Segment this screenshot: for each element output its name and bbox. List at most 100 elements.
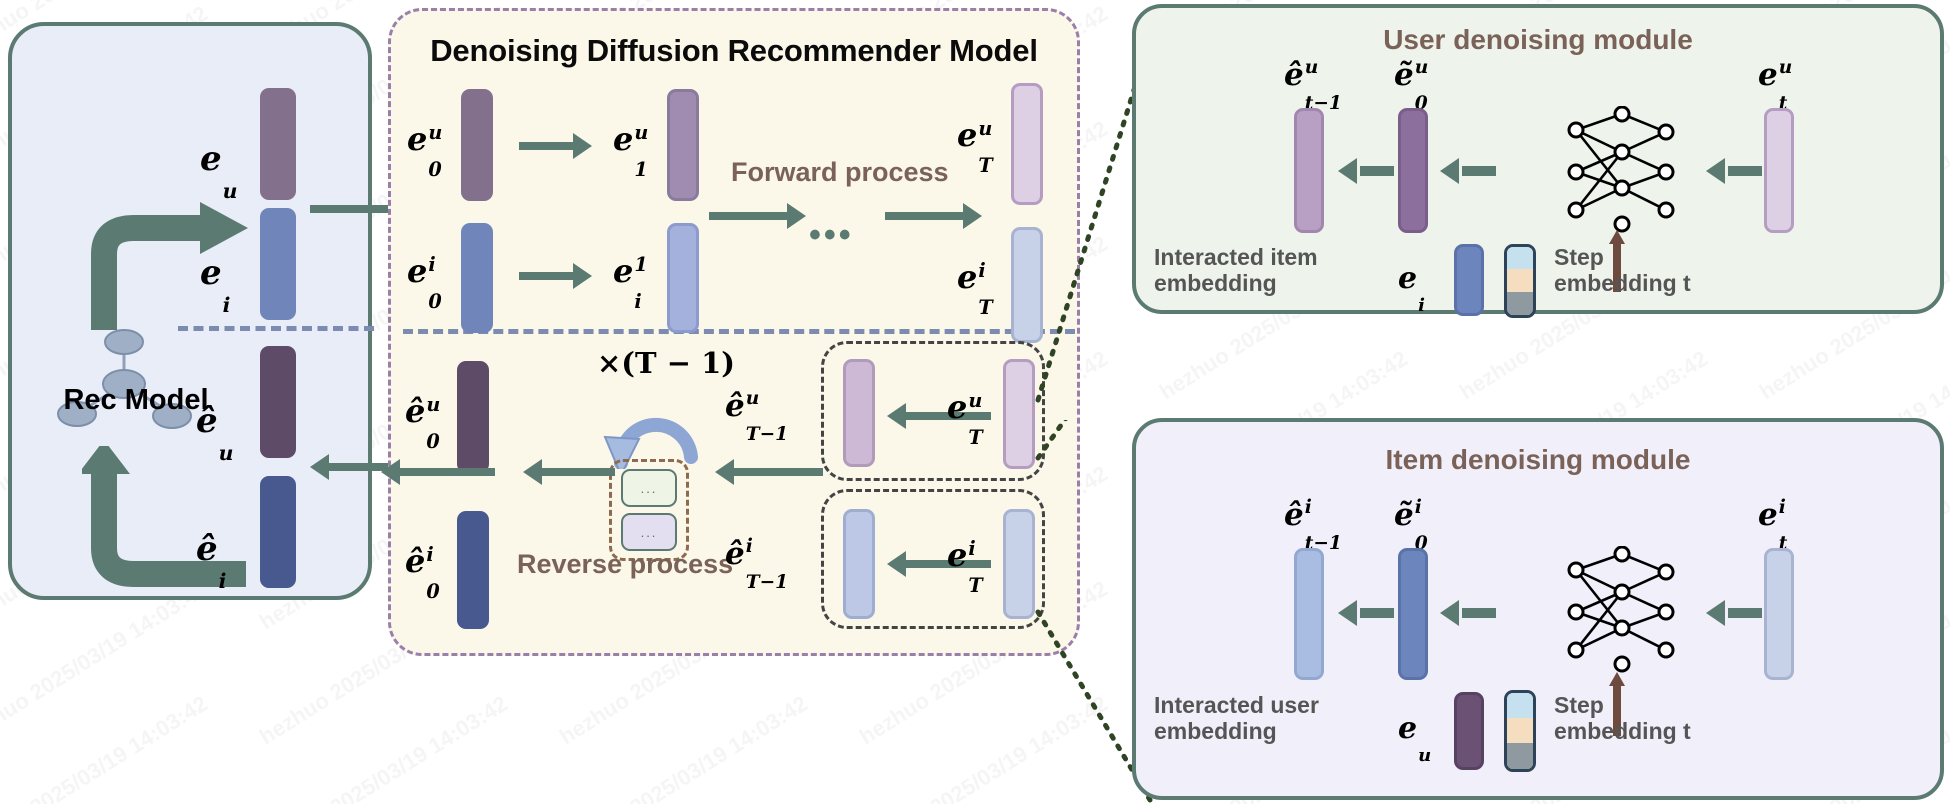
arrow-user-et-to-net	[1704, 158, 1762, 184]
bar-e1u	[667, 89, 699, 201]
step-seg-2	[1507, 718, 1533, 744]
bar-eTi-reverse	[1003, 509, 1035, 619]
step-seg-2	[1507, 269, 1533, 292]
item-step-label-line2: embedding t	[1554, 718, 1691, 745]
reverse-process-label: Reverse process	[517, 549, 734, 579]
user-module-step-label: Step embedding t	[1554, 244, 1691, 297]
bar-eTu-forward	[1011, 83, 1043, 205]
step-seg-1	[1507, 247, 1533, 270]
rec-output-curved-arrow	[91, 202, 248, 330]
user-step-label-line2: embedding t	[1554, 270, 1691, 297]
rec-input-curved-arrow	[82, 446, 246, 587]
step-seg-3	[1507, 743, 1533, 769]
item-module-input-label: Interacted user embedding	[1154, 692, 1319, 745]
arrow-eTi-to-eT1i	[883, 551, 993, 577]
bar-user-e-tilde-0	[1398, 108, 1428, 233]
user-module-title: User denoising module	[1383, 24, 1693, 55]
repeat-label: ×(T − 1)	[597, 346, 735, 380]
rec-panel-separator	[178, 326, 374, 331]
arrow-item-et-to-net	[1704, 600, 1762, 626]
ddrm-title: Denoising Diffusion Recommender Model	[430, 33, 1038, 68]
arrow-e0u-e1u	[519, 133, 601, 159]
bar-e-u	[260, 88, 296, 200]
dots-box-item: ...	[621, 513, 677, 551]
bar-e-hat-u	[260, 346, 296, 458]
arrow-user-net-to-tilde	[1438, 158, 1496, 184]
arrow-user-to-hat	[1336, 158, 1394, 184]
neural-network-icon	[1567, 546, 1675, 673]
bar-item-interacted-user-embedding	[1454, 692, 1484, 770]
item-module-title: Item denoising module	[1385, 444, 1691, 475]
forward-process-label: Forward process	[731, 157, 949, 187]
user-denoise-group-box	[821, 341, 1045, 481]
user-input-label-line2: embedding	[1154, 270, 1277, 297]
item-module-step-label: Step embedding t	[1554, 692, 1691, 745]
item-step-embedding-bar	[1504, 690, 1536, 772]
user-step-embedding-bar	[1504, 244, 1536, 318]
arrow-group-to-dots-user	[711, 459, 823, 485]
arrow-forward-mid2	[885, 203, 995, 229]
bar-item-e-hat-t-1	[1294, 548, 1324, 680]
arrow-item-condition-up	[1608, 672, 1628, 736]
ddrm-separator	[403, 329, 1075, 334]
user-step-label-line1: Step	[1554, 244, 1604, 270]
user-module-input-label: Interacted item embedding	[1154, 244, 1318, 297]
bar-e0u-hat	[457, 361, 489, 473]
intermediate-steps-box: ... ...	[609, 459, 689, 561]
item-step-label-line1: Step	[1554, 692, 1604, 718]
step-seg-1	[1507, 693, 1533, 719]
step-seg-3	[1507, 291, 1533, 315]
bar-e0i	[461, 223, 493, 333]
bar-item-e-t	[1764, 548, 1794, 680]
bar-user-e-hat-t-1	[1294, 108, 1324, 233]
dots-box-user: ...	[621, 469, 677, 507]
item-input-label-line2: embedding	[1154, 718, 1277, 745]
rec-model-label: Rec Model	[63, 384, 209, 416]
arrow-item-net-to-tilde	[1438, 600, 1496, 626]
arrow-e0i-e1i	[519, 263, 601, 289]
forward-ellipsis: •••	[809, 216, 854, 254]
bar-e1i	[667, 223, 699, 333]
neural-network-icon	[1567, 106, 1675, 233]
arrow-eTu-to-eT1u	[883, 403, 993, 429]
bar-user-interacted-item-embedding	[1454, 244, 1484, 316]
arrow-user-condition-up	[1608, 230, 1628, 292]
bar-e-i	[260, 208, 296, 320]
bar-e0u	[461, 89, 493, 201]
item-denoise-group-box	[821, 489, 1045, 629]
bar-eTu-reverse	[1003, 359, 1035, 469]
bar-eTi-forward	[1011, 227, 1043, 343]
arrow-forward-mid	[709, 203, 819, 229]
bar-user-e-t	[1764, 108, 1794, 233]
arrow-reverse-to-e0u	[519, 459, 615, 485]
bar-eT1i-hat	[843, 509, 875, 619]
bar-e-hat-i	[260, 476, 296, 588]
loop-arrow-icon	[603, 417, 698, 469]
